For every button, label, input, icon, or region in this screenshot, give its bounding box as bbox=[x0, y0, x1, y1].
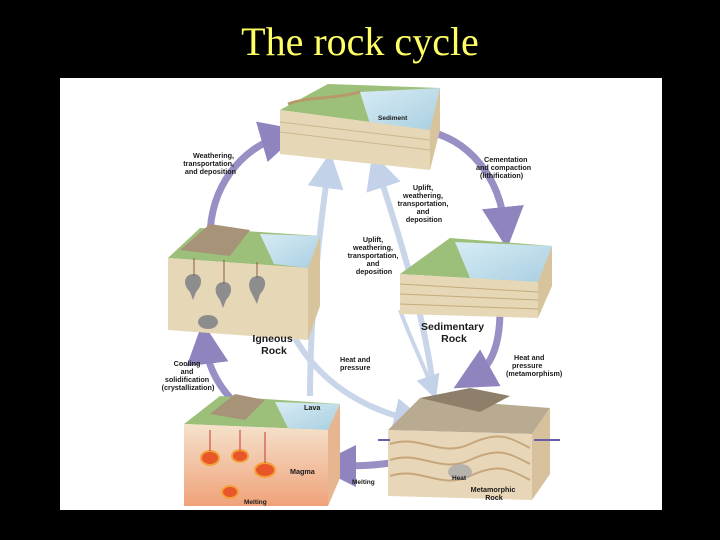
label-metamorphic-rock: Metamorphic Rock bbox=[471, 485, 518, 502]
igneous-block bbox=[168, 224, 320, 340]
arrow-melting bbox=[335, 463, 390, 466]
rock-cycle-diagram: Sediment Weathering, transportation, and… bbox=[60, 78, 662, 510]
label-melting-bottom: Melting bbox=[244, 499, 267, 506]
label-igneous-rock: Igneous Rock bbox=[252, 333, 295, 357]
metamorphic-block bbox=[378, 388, 560, 500]
label-heat-pressure-metamorphism: Heat and pressure (metamorphism) bbox=[506, 353, 563, 378]
arrow-cooling bbox=[205, 343, 235, 403]
label-lava: Lava bbox=[304, 403, 321, 412]
label-sedimentary-rock: Sedimentary Rock bbox=[421, 321, 487, 345]
label-cementation: Cementation and compaction (lithificatio… bbox=[476, 155, 533, 180]
slide-title: The rock cycle bbox=[0, 18, 720, 66]
label-uplift-right: Uplift, weathering, transportation, and … bbox=[398, 183, 451, 224]
label-weathering: Weathering, transportation, and depositi… bbox=[183, 151, 236, 176]
label-heat-pressure-inner: Heat and pressure bbox=[340, 355, 372, 372]
label-magma: Magma bbox=[290, 467, 316, 476]
sediment-block bbox=[280, 84, 440, 170]
label-sediment: Sediment bbox=[378, 115, 408, 122]
label-uplift-left: Uplift, weathering, transportation, and … bbox=[348, 235, 401, 276]
label-melting-arrow: Melting bbox=[352, 479, 375, 486]
sedimentary-block bbox=[400, 238, 552, 318]
rock-cycle-svg: Sediment Weathering, transportation, and… bbox=[60, 78, 662, 510]
label-heat-meta: Heat bbox=[452, 475, 467, 482]
